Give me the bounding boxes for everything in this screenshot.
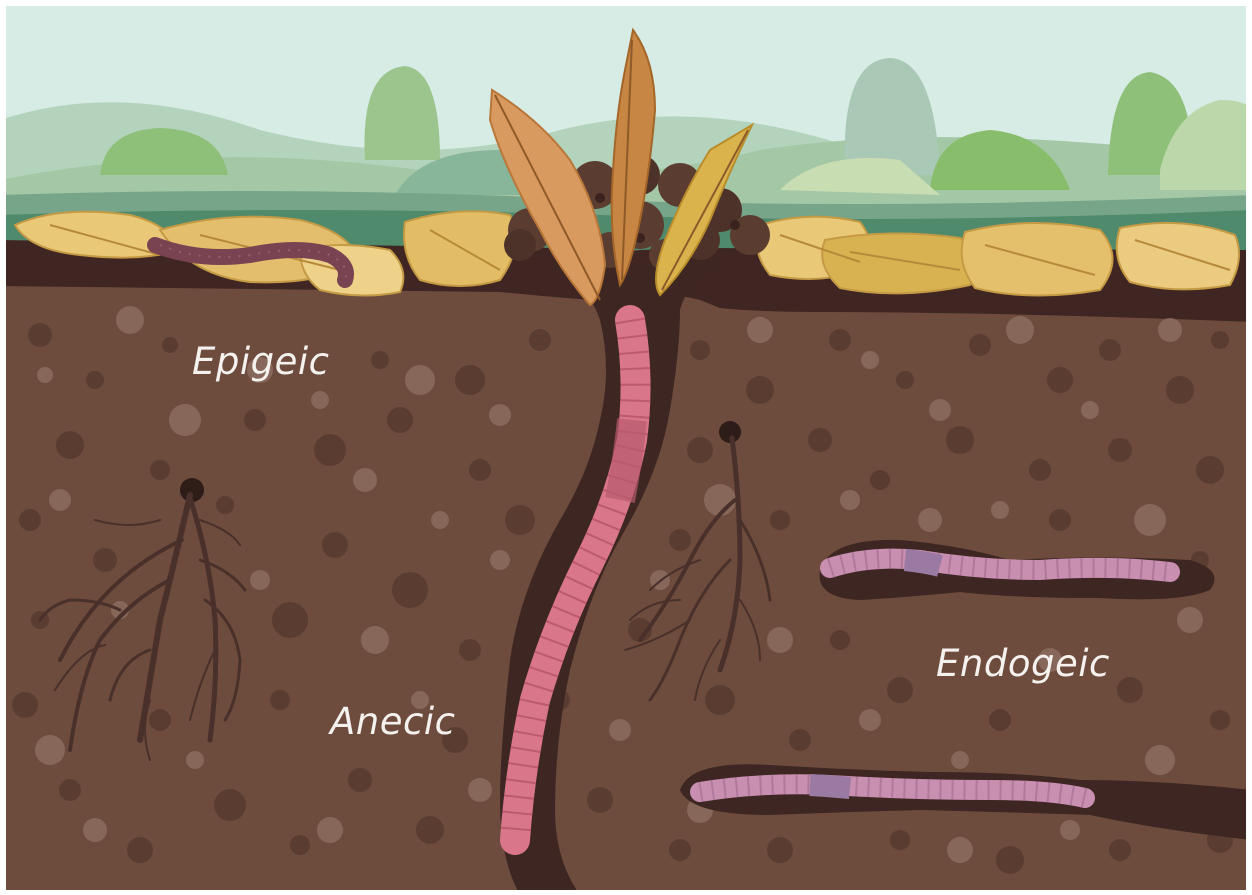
anecic-label: Anecic: [330, 700, 456, 743]
endogeic-label: Endogeic: [936, 642, 1110, 685]
epigeic-label: Epigeic: [192, 340, 330, 383]
